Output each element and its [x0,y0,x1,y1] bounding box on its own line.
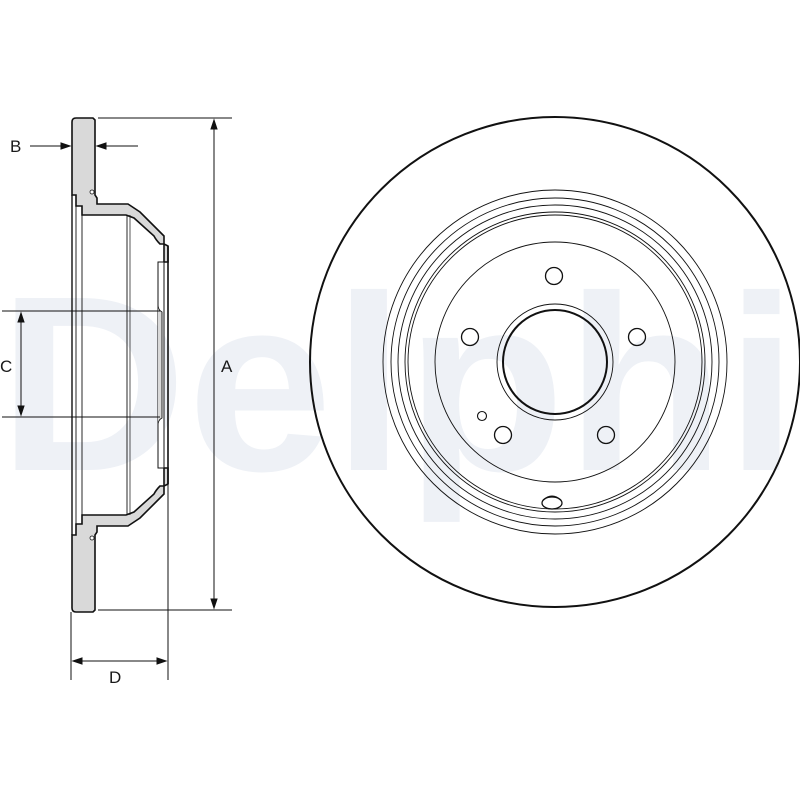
watermark-text: Delphi [0,244,798,523]
dimension-label-a: A [221,357,233,376]
disc-outer-edge [309,116,800,608]
dimension-lines [2,117,232,680]
notch [541,496,563,510]
stud-hole [627,327,647,347]
stud-hole [544,266,564,286]
stud-hole [460,327,480,347]
dimension-label-c: C [0,357,12,376]
center-bore-outer [496,303,614,421]
friction-ring-top [71,117,169,263]
stud-hole [596,425,616,445]
front-view [309,116,800,608]
stud-hole [493,425,513,445]
watermark: Delphi [0,244,798,523]
locating-hole [476,410,488,422]
hat-ring-1 [382,189,728,535]
hub-face-ring [434,241,676,483]
dimension-label-d: D [109,668,121,687]
center-bore [502,309,608,415]
dimension-label-b: B [10,137,21,156]
